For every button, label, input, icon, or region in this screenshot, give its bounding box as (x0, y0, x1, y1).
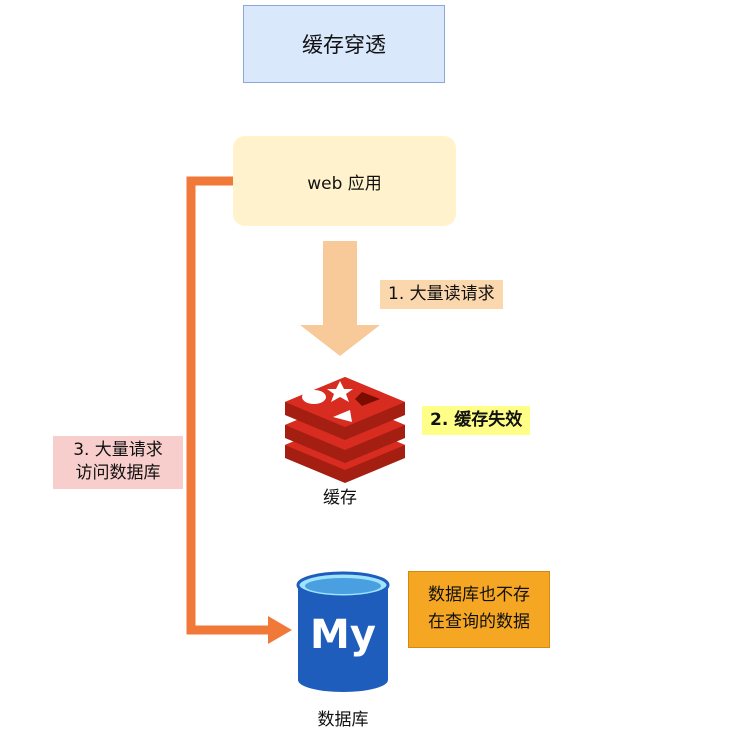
database-caption: 数据库 (317, 710, 369, 730)
redis-icon (285, 377, 405, 483)
db-miss-note: 数据库也不存 在查询的数据 (408, 571, 550, 648)
read-arrow (300, 241, 380, 356)
cache-miss-label: 2. 缓存失效 (422, 406, 531, 435)
db-access-label-line1: 3. 大量请求 (73, 440, 163, 460)
read-requests-label: 1. 大量读请求 (380, 280, 503, 309)
db-access-label-line2: 访问数据库 (75, 463, 161, 483)
web-app-label: web 应用 (307, 173, 382, 194)
db-miss-note-line1: 数据库也不存 (428, 585, 530, 605)
db-access-label: 3. 大量请求 访问数据库 (53, 436, 183, 489)
cache-caption: 缓存 (323, 488, 357, 508)
mysql-icon: My (296, 571, 390, 692)
db-miss-note-line2: 在查询的数据 (428, 612, 530, 632)
page-title: 缓存穿透 (243, 5, 445, 83)
db-access-arrow (186, 176, 292, 644)
mysql-logo-text: My (310, 612, 376, 658)
web-app-node: web 应用 (233, 136, 456, 226)
